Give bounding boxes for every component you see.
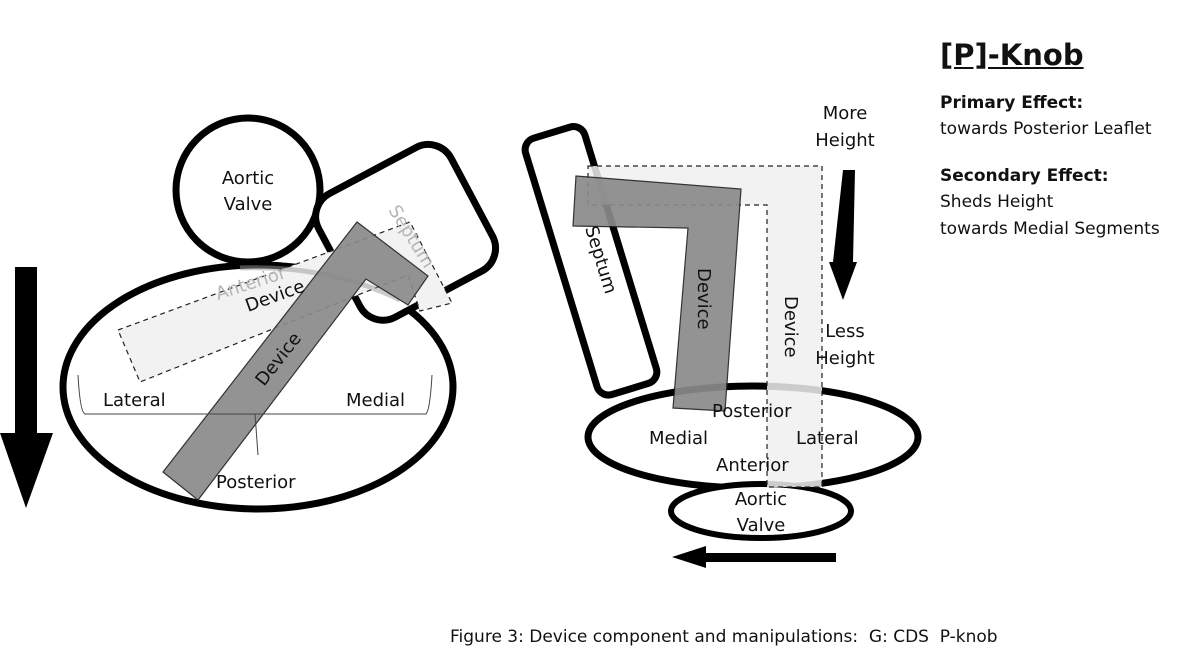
knob-info-panel: [P]-Knob Primary Effect: towards Posteri… [940,38,1200,243]
right-aortic-valve-label-2: Valve [737,515,786,536]
right-anterior-label: Anterior [716,455,789,476]
secondary-effect-line-1: Sheds Height [940,192,1054,212]
right-lateral-label: Lateral [796,428,859,449]
left-aortic-valve-label-2: Valve [224,194,273,215]
right-medial-label: Medial [649,428,708,449]
device-shape [162,221,429,501]
right-diagram: More Height Less Height Septum Device De… [521,103,922,568]
secondary-effect-line-2: towards Medial Segments [940,219,1160,239]
right-posterior-label: Posterior [712,401,792,422]
right-device-shape [572,175,742,412]
less-height-label-1: Less [825,321,865,342]
knob-title: [P]-Knob [940,38,1084,72]
more-height-label-1: More [823,103,868,124]
bracket-line [77,374,433,456]
left-medial-label: Medial [346,390,405,411]
left-aortic-valve-label-1: Aortic [222,168,274,189]
primary-effect-text: towards Posterior Leaflet [940,119,1152,139]
right-device-ghost-label: Device [780,296,801,358]
figure-caption: Figure 3: Device component and manipulat… [450,627,998,647]
secondary-effect-heading: Secondary Effect: [940,166,1109,186]
left-posterior-label: Posterior [216,472,296,493]
right-aortic-valve-label-1: Aortic [735,489,787,510]
mitral-annulus-ellipse [59,261,457,513]
down-arrow-icon [0,267,53,508]
aortic-valve-circle [172,114,324,266]
right-down-arrow-icon [829,170,857,300]
right-septum-box [521,123,661,399]
left-lateral-label: Lateral [103,390,166,411]
more-height-label-2: Height [815,130,875,151]
less-height-label-2: Height [815,348,875,369]
right-device-label: Device [693,268,714,330]
primary-effect-heading: Primary Effect: [940,93,1084,113]
left-arrow-icon [672,546,836,568]
left-diagram: Aortic Valve Septum Anterior Device Devi… [0,114,500,513]
right-aortic-valve-ellipse [668,481,854,541]
